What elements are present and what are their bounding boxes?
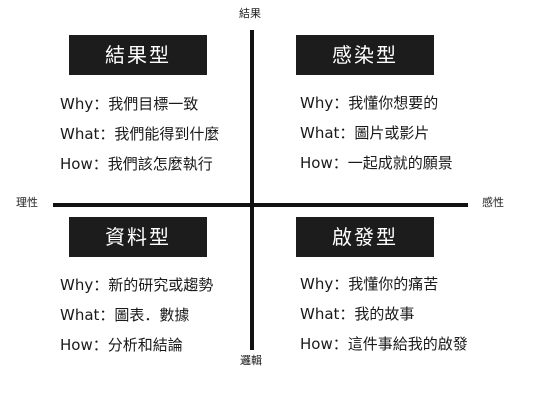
quadrant-lines: Why：我們目標一致 What：我們能得到什麼 How：我們該怎麼執行 xyxy=(60,89,260,179)
quadrant-title: 感染型 xyxy=(296,35,434,75)
what-line: What：我們能得到什麼 xyxy=(60,125,220,143)
why-line: Why：我們目標一致 xyxy=(60,95,199,113)
how-line: How：一起成就的願景 xyxy=(300,154,453,172)
quadrant-title: 啟發型 xyxy=(296,217,434,257)
why-line: Why：新的研究或趨勢 xyxy=(60,276,214,294)
vertical-axis xyxy=(250,30,254,350)
quadrant-lines: Why：新的研究或趨勢 What：圖表．數據 How：分析和結論 xyxy=(60,270,260,360)
axis-label-bottom: 邏輯 xyxy=(240,354,262,367)
what-line: What：我的故事 xyxy=(300,305,415,323)
what-line: What：圖表．數據 xyxy=(60,306,190,324)
axis-label-top: 結果 xyxy=(239,7,261,20)
quadrant-title: 資料型 xyxy=(69,217,207,257)
axis-label-right: 感性 xyxy=(482,196,504,209)
how-line: How：這件事給我的啟發 xyxy=(300,335,468,353)
quadrant-lines: Why：我懂你的痛苦 What：我的故事 How：這件事給我的啟發 xyxy=(300,269,500,359)
quadrant-lines: Why：我懂你想要的 What：圖片或影片 How：一起成就的願景 xyxy=(300,88,500,178)
why-line: Why：我懂你想要的 xyxy=(300,94,439,112)
how-line: How：我們該怎麼執行 xyxy=(60,155,213,173)
why-line: Why：我懂你的痛苦 xyxy=(300,275,439,293)
axis-label-left: 理性 xyxy=(16,196,38,209)
quadrant-title: 結果型 xyxy=(69,35,207,75)
what-line: What：圖片或影片 xyxy=(300,124,430,142)
how-line: How：分析和結論 xyxy=(60,336,183,354)
horizontal-axis xyxy=(53,203,468,207)
